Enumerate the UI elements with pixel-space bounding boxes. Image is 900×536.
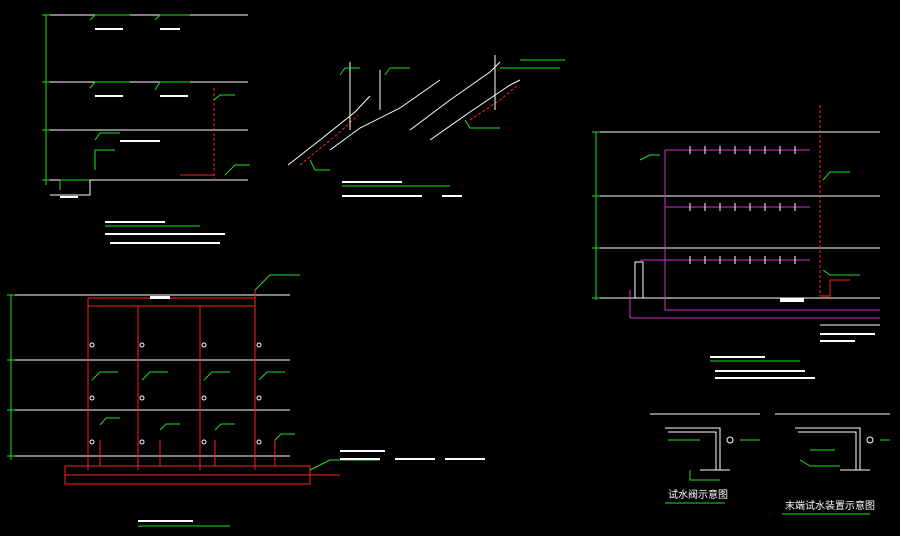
top-left-riser-diagram <box>42 14 250 244</box>
caption-test-valve: 试水阀示意图 <box>668 488 728 501</box>
axon-pipe-1 <box>287 95 371 166</box>
sprinkler-riser <box>664 150 880 311</box>
axon-pipe-2 <box>299 114 359 166</box>
hydrant-pipe-network <box>64 290 340 485</box>
end-test-device-detail <box>775 413 890 471</box>
sprinkler-heads <box>689 146 796 264</box>
hydrant-markers <box>89 342 262 445</box>
top-right-sprinkler-diagram <box>592 105 880 379</box>
caption-end-test-device: 末端试水装置示意图 <box>785 499 875 512</box>
axon-pipe-3 <box>329 79 441 151</box>
top-center-axonometric-diagram <box>287 55 565 197</box>
test-valve-detail <box>650 413 760 481</box>
axon-pipe-5 <box>429 79 521 141</box>
bottom-left-riser-diagram <box>7 274 485 527</box>
axon-pipe-4 <box>409 61 501 131</box>
